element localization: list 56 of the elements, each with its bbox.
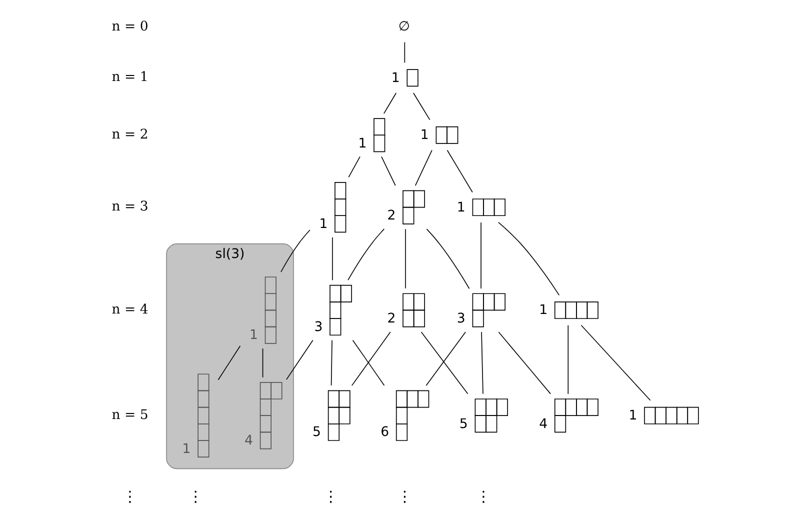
connector: [480, 331, 483, 394]
connector: [217, 344, 240, 380]
label: ⋮: [188, 486, 203, 505]
label: n = 4: [111, 302, 148, 317]
connector: [580, 324, 650, 400]
label: n = 0: [111, 18, 148, 34]
label: ⋮: [476, 486, 490, 505]
connector: [498, 331, 550, 394]
node-label: 2: [386, 310, 396, 326]
label: n = 2: [111, 126, 148, 142]
node-label: 1: [456, 200, 465, 215]
node-label: 1: [318, 216, 328, 232]
node-label: 4: [244, 432, 252, 448]
node-label: 2: [386, 208, 396, 224]
node-label: 1: [358, 136, 366, 151]
connector: [446, 149, 472, 192]
node-label: 1: [390, 70, 400, 86]
label: ⋮: [396, 486, 412, 505]
label: n = 1: [111, 70, 148, 85]
node-label: 5: [458, 416, 468, 432]
node-label: 3: [456, 310, 465, 326]
node-label: 1: [249, 328, 258, 343]
connector: [262, 348, 263, 378]
label: ⋮: [122, 486, 137, 505]
connector: [350, 331, 390, 386]
node-label: 1: [420, 128, 428, 143]
connector: [404, 228, 406, 288]
connector: [380, 156, 396, 186]
connector: [420, 331, 468, 394]
connector: [347, 228, 384, 280]
connector: [412, 92, 430, 120]
node-label: 1: [182, 441, 190, 456]
connector: [348, 156, 360, 178]
connector: [382, 92, 396, 114]
connector: [414, 149, 432, 186]
node-label: 1: [628, 408, 637, 424]
node-box: [406, 68, 418, 86]
connector: [498, 221, 560, 296]
node-label: 5: [312, 424, 321, 440]
node-label: 1: [538, 302, 548, 318]
label: n = 5: [111, 407, 148, 422]
label: ⋮: [322, 486, 338, 505]
connector: [426, 228, 470, 289]
node-label: 6: [380, 424, 389, 440]
connector: [404, 41, 405, 63]
label: n = 3: [111, 198, 148, 214]
connector: [480, 222, 481, 288]
connector: [352, 339, 384, 386]
node-label: 4: [538, 416, 548, 432]
connector: [425, 331, 466, 386]
connector: [567, 324, 568, 394]
connector: [330, 339, 332, 386]
node-text: ∅: [398, 18, 410, 34]
connector: [286, 339, 313, 380]
connector: [280, 229, 310, 272]
node-label: 3: [314, 319, 322, 334]
